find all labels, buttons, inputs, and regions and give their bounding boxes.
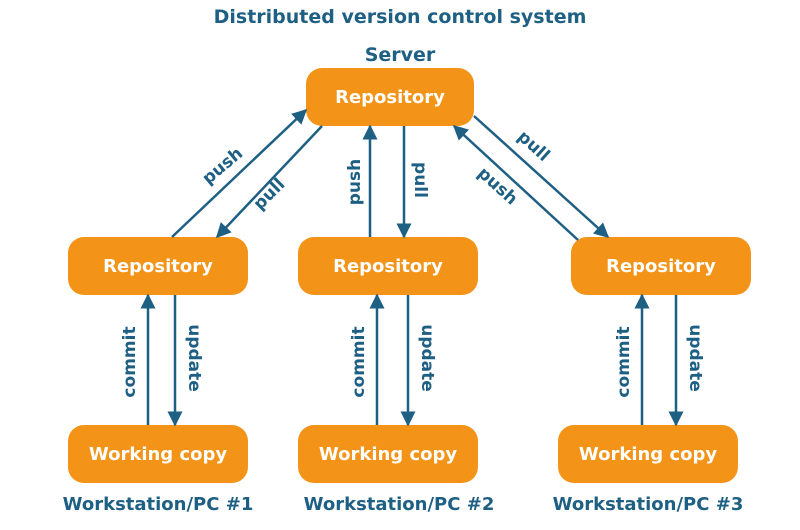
pc1-repository-box: Repository [68, 237, 248, 295]
pc3-working-copy-box: Working copy [558, 425, 738, 483]
pc1-commit-label: commit [120, 326, 140, 397]
server-repository-box: Repository [306, 68, 474, 126]
pc1-pull-arrow [215, 125, 323, 239]
pc3-repository-box: Repository [571, 237, 751, 295]
pc1-push-arrow [171, 108, 308, 238]
server-label: Server [364, 44, 436, 66]
pc1-update-label: update [184, 324, 204, 392]
pc2-update-label: update [417, 324, 437, 392]
pc3-update-label: update [685, 324, 705, 392]
pc3-push-label: push [473, 163, 521, 209]
pc2-commit-label: commit [349, 326, 369, 397]
pc1-working-copy-box: Working copy [68, 425, 248, 483]
pc2-repository-box: Repository [298, 237, 478, 295]
pc3-pull-arrow [473, 115, 610, 239]
pc3-commit-label: commit [614, 326, 634, 397]
pc2-working-copy-box: Working copy [298, 425, 478, 483]
pc3-pull-label: pull [513, 127, 553, 166]
pc2-label: Workstation/PC #2 [303, 494, 495, 515]
pc1-pull-label: pull [250, 175, 290, 215]
pc1-push-label: push [199, 144, 247, 189]
diagram-title: Distributed version control system [213, 6, 587, 28]
pc2-push-label: push [345, 159, 365, 206]
pc3-label: Workstation/PC #3 [552, 494, 744, 515]
pc1-label: Workstation/PC #1 [62, 494, 254, 515]
pc3-push-arrow [452, 124, 579, 241]
pc2-pull-label: pull [410, 162, 430, 198]
